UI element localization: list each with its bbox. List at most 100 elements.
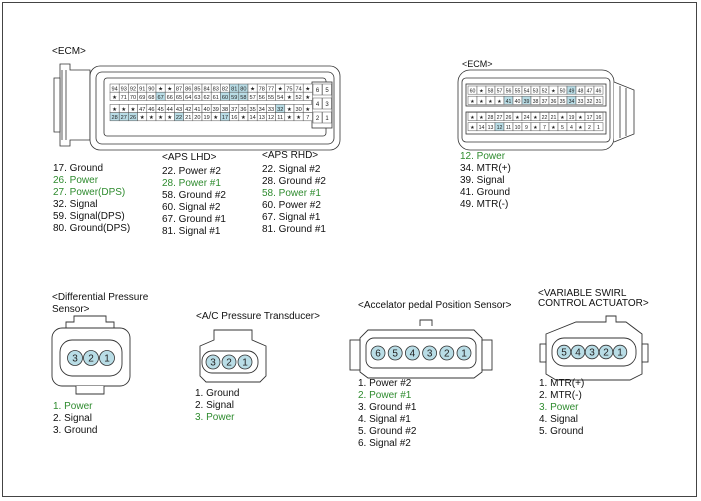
pin-cell <box>456 345 472 361</box>
outer-border <box>2 2 697 497</box>
pin-label: 22. Signal #2 <box>262 164 321 175</box>
pin-number: 22 <box>542 115 548 121</box>
pin-cell <box>312 83 323 96</box>
pin-number: 2 <box>226 358 232 369</box>
pin-number: 53 <box>533 89 539 95</box>
pin-number: ★ <box>470 125 475 131</box>
pin-cell <box>387 345 403 361</box>
pin-number: 91 <box>139 87 145 93</box>
pin-number: 56 <box>506 89 512 95</box>
pin-cell <box>422 345 438 361</box>
pin-cell <box>570 344 586 360</box>
pin-number: 1 <box>461 349 467 360</box>
pin-label: 80. Ground(DPS) <box>53 223 131 234</box>
pin-number: 5 <box>561 348 567 359</box>
pin-cell <box>237 354 253 370</box>
pin-number: 36 <box>240 107 246 113</box>
pin-number: ★ <box>140 114 145 121</box>
pin-number: 46 <box>596 89 602 95</box>
pin-label: 2. Signal <box>195 400 234 411</box>
pin-label: 1. MTR(+) <box>539 378 585 389</box>
ecm-left-title: <ECM> <box>52 46 86 57</box>
pin-number: 3 <box>589 348 595 359</box>
pin-number: 67 <box>157 95 163 101</box>
pin-number: ★ <box>149 114 154 121</box>
pin-number: 34 <box>569 99 575 105</box>
pin-cell <box>556 344 572 360</box>
pin-number: 12 <box>268 115 274 121</box>
pin-cell <box>302 91 313 101</box>
pin-label: 60. Signal #2 <box>162 202 221 213</box>
pin-number: ★ <box>167 114 172 121</box>
pin-number: 1 <box>242 358 248 369</box>
pin-number: 78 <box>259 87 265 93</box>
pin-number: 40 <box>515 99 521 105</box>
pin-number: ★ <box>130 106 135 113</box>
pin-label: 2. MTR(-) <box>539 390 582 401</box>
pin-number: 32 <box>587 99 593 105</box>
pin-number: 93 <box>121 87 127 93</box>
pin-cell <box>598 344 614 360</box>
pin-number: 69 <box>139 95 145 101</box>
pin-number: 5 <box>392 349 398 360</box>
pin-number: 64 <box>185 95 191 101</box>
pin-number: 60 <box>470 89 476 95</box>
pin-number: ★ <box>305 94 310 101</box>
pin-number: ★ <box>241 114 246 121</box>
pin-label: 17. Ground <box>53 163 104 174</box>
pin-number: 35 <box>249 107 255 113</box>
pin-number: 49 <box>569 89 575 95</box>
pin-number: ★ <box>121 106 126 113</box>
pin-number: 55 <box>515 89 521 95</box>
pin-cell <box>593 85 604 95</box>
pin-cell <box>205 354 221 370</box>
pin-number: 52 <box>295 95 301 101</box>
dps-connector <box>51 315 131 395</box>
pin-number: 75 <box>286 87 292 93</box>
pin-label: 6. Signal #2 <box>358 438 411 449</box>
pin-label: 39. Signal <box>460 175 505 186</box>
pin-number: 19 <box>569 115 575 121</box>
pin-number: 34 <box>259 107 265 113</box>
pin-number: ★ <box>112 94 117 101</box>
pin-number: ★ <box>578 125 583 131</box>
pin-label: 28. Ground #2 <box>262 176 326 187</box>
pin-number: 65 <box>176 95 182 101</box>
pin-number: 27 <box>497 115 503 121</box>
pin-number: ★ <box>287 94 292 101</box>
pin-number: 84 <box>203 87 209 93</box>
pin-number: ★ <box>551 125 556 131</box>
pin-cell <box>99 350 115 366</box>
pin-number: ★ <box>578 115 583 121</box>
pin-label: 81. Signal #1 <box>162 226 221 237</box>
pin-number: 60 <box>222 95 228 101</box>
pin-number: 9 <box>525 125 528 131</box>
pin-number: ★ <box>287 114 292 121</box>
pin-number: 82 <box>222 87 228 93</box>
pin-number: 86 <box>185 87 191 93</box>
pin-label: 4. Signal #1 <box>358 414 411 425</box>
pin-number: ★ <box>305 86 310 93</box>
pin-cell <box>302 112 313 122</box>
pin-number: 3 <box>325 102 329 108</box>
pin-number: ★ <box>470 99 475 105</box>
pin-number: 2 <box>316 116 320 122</box>
pin-number: 26 <box>130 115 136 121</box>
pin-number: 38 <box>222 107 228 113</box>
vsa-title-line2: CONTROL ACTUATOR> <box>538 298 649 309</box>
pin-number: 13 <box>488 125 494 131</box>
pin-number: 57 <box>249 95 255 101</box>
pin-cell <box>322 97 332 110</box>
pin-label: 3. Power <box>195 412 235 423</box>
pin-cell <box>404 345 420 361</box>
pin-number: ★ <box>551 89 556 95</box>
dps-title-line1: <Differential Pressure <box>52 292 149 303</box>
pin-number: ★ <box>560 115 565 121</box>
pin-number: 7 <box>543 125 546 131</box>
pin-number: 4 <box>570 125 573 131</box>
pin-number: 21 <box>185 115 191 121</box>
